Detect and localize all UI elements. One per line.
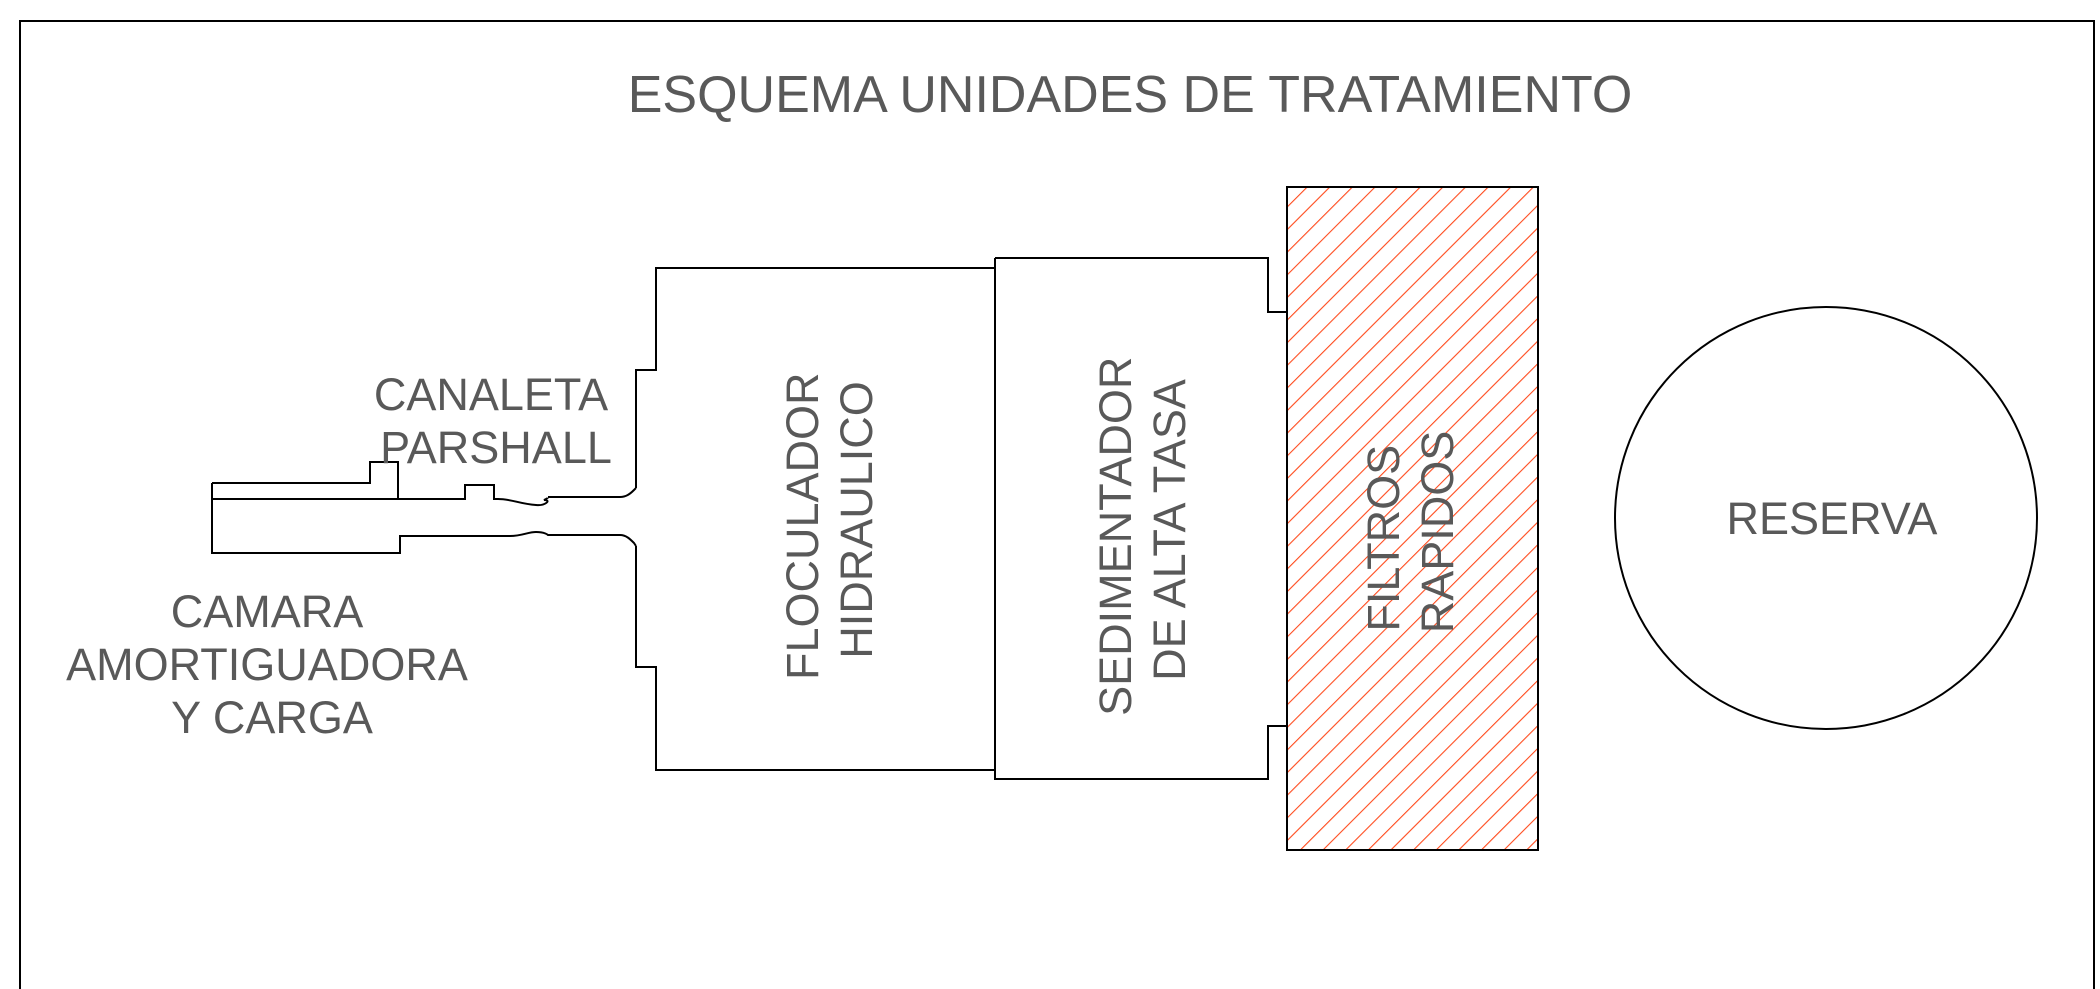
canaleta-top-wall [398,484,637,507]
camara-amortiguadora-unit [211,461,401,554]
floculador-label-line-2: HIDRAULICO [831,381,882,659]
camara-label: CAMARA AMORTIGUADORA Y CARGA [66,586,478,743]
canaleta-label-line-1: CANALETA [374,369,608,420]
canaleta-bottom-wall [399,530,637,547]
camara-label-line-1: CAMARA [171,586,364,637]
reserva-tank [1614,306,2038,730]
sedimentador-label-line-2: DE ALTA TASA [1144,379,1195,681]
floculador-label: FLOCULADOR HIDRAULICO [777,360,882,680]
sedimentador-label: SEDIMENTADOR DE ALTA TASA [1090,344,1195,716]
sedimentador-label-line-1: SEDIMENTADOR [1090,357,1141,716]
sedimentador-outline [994,257,1287,780]
camara-label-line-2: AMORTIGUADORA [66,639,468,690]
camara-outline [212,461,399,500]
canaleta-label: CANALETA PARSHALL [374,369,618,473]
canaleta-parshall-unit [398,484,637,547]
canaleta-label-line-2: PARSHALL [380,422,612,473]
reserva-label: RESERVA [1727,493,1938,544]
diagram-title: ESQUEMA UNIDADES DE TRATAMIENTO [628,66,1633,124]
filtros-rapidos-unit [1286,186,1539,851]
filtros-label-line-1: FILTROS [1358,445,1409,632]
reserva-unit [1614,306,2038,730]
sedimentador-unit [994,257,1287,780]
filtros-hatch-area [1286,186,1539,851]
floculador-label-line-1: FLOCULADOR [777,372,828,680]
camara-outline-lower [211,483,401,554]
drawing-frame [19,20,2095,989]
camara-label-line-3: Y CARGA [171,692,373,743]
filtros-label: FILTROS RAPIDOS [1358,431,1463,634]
filtros-label-line-2: RAPIDOS [1412,431,1463,634]
